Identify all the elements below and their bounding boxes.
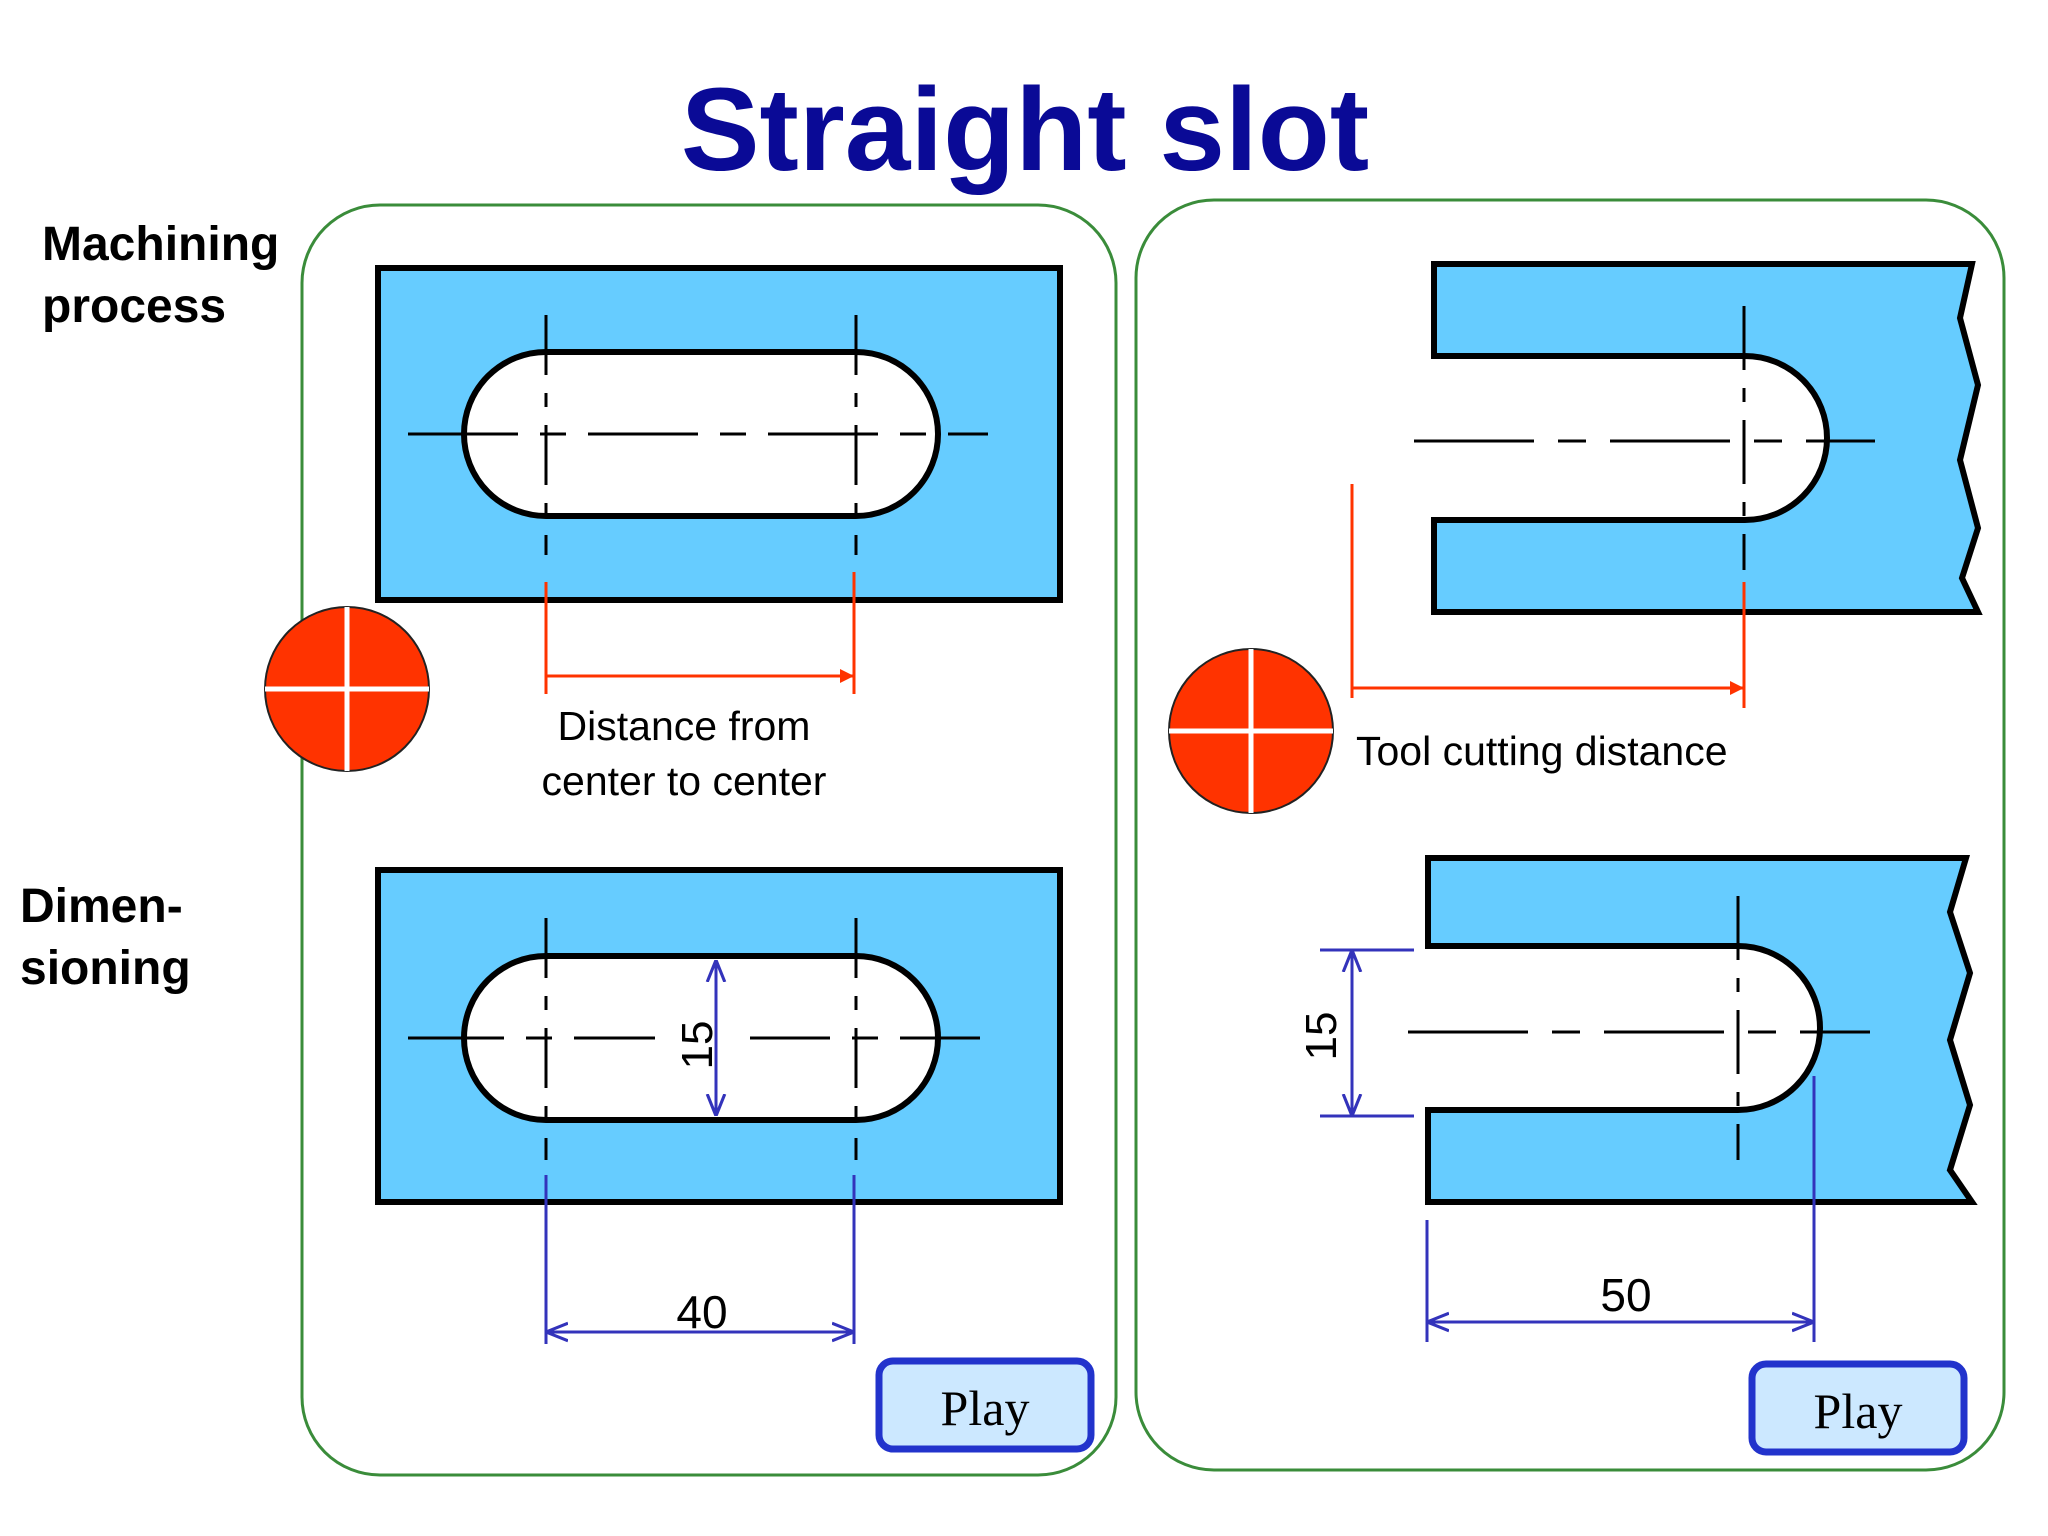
- red-crosshair-circle-icon: [264, 606, 430, 772]
- left-machining-drawing: Distance from center to center: [375, 265, 1063, 804]
- right-length-dimension: [1425, 1076, 1816, 1342]
- right-width-value: 15: [1297, 1012, 1346, 1061]
- right-machining-workpiece: [1431, 261, 1983, 615]
- left-machining-centerlines: [408, 315, 988, 555]
- left-length-value: 40: [676, 1286, 727, 1338]
- right-length-value: 50: [1600, 1269, 1651, 1321]
- right-dimension-workpiece: [1425, 855, 1978, 1205]
- right-width-dimension: [1320, 948, 1414, 1118]
- label-machining-line2: process: [42, 280, 226, 333]
- left-length-dimension: [544, 1175, 856, 1344]
- left-dimension-drawing: 15 40: [375, 867, 1063, 1344]
- left-width-value: 15: [673, 1021, 722, 1070]
- page-title: Straight slot: [681, 64, 1369, 196]
- right-play-label: Play: [1814, 1383, 1903, 1439]
- tool-cutting-caption: Tool cutting distance: [1356, 728, 1728, 774]
- center-distance-dimension: [544, 572, 856, 694]
- tool-cutting-dimension: [1350, 484, 1746, 708]
- left-panel: [300, 203, 1118, 1477]
- center-distance-caption-line1: Distance from: [558, 703, 811, 749]
- center-distance-caption-line2: center to center: [542, 758, 827, 804]
- right-play-button[interactable]: Play: [1748, 1360, 1968, 1456]
- right-machining-centerlines: [1414, 306, 1875, 570]
- label-machining-line1: Machining: [42, 218, 279, 271]
- right-panel: [1134, 198, 2006, 1472]
- left-play-label: Play: [941, 1380, 1030, 1436]
- label-dimensioning-line1: Dimen-: [20, 880, 183, 933]
- left-play-button[interactable]: Play: [875, 1357, 1095, 1453]
- right-machining-drawing: Tool cutting distance: [1350, 261, 1983, 774]
- right-dimension-drawing: 15 50: [1297, 855, 1978, 1342]
- label-dimensioning-line2: sioning: [20, 942, 191, 995]
- red-crosshair-circle-icon: [1168, 648, 1334, 814]
